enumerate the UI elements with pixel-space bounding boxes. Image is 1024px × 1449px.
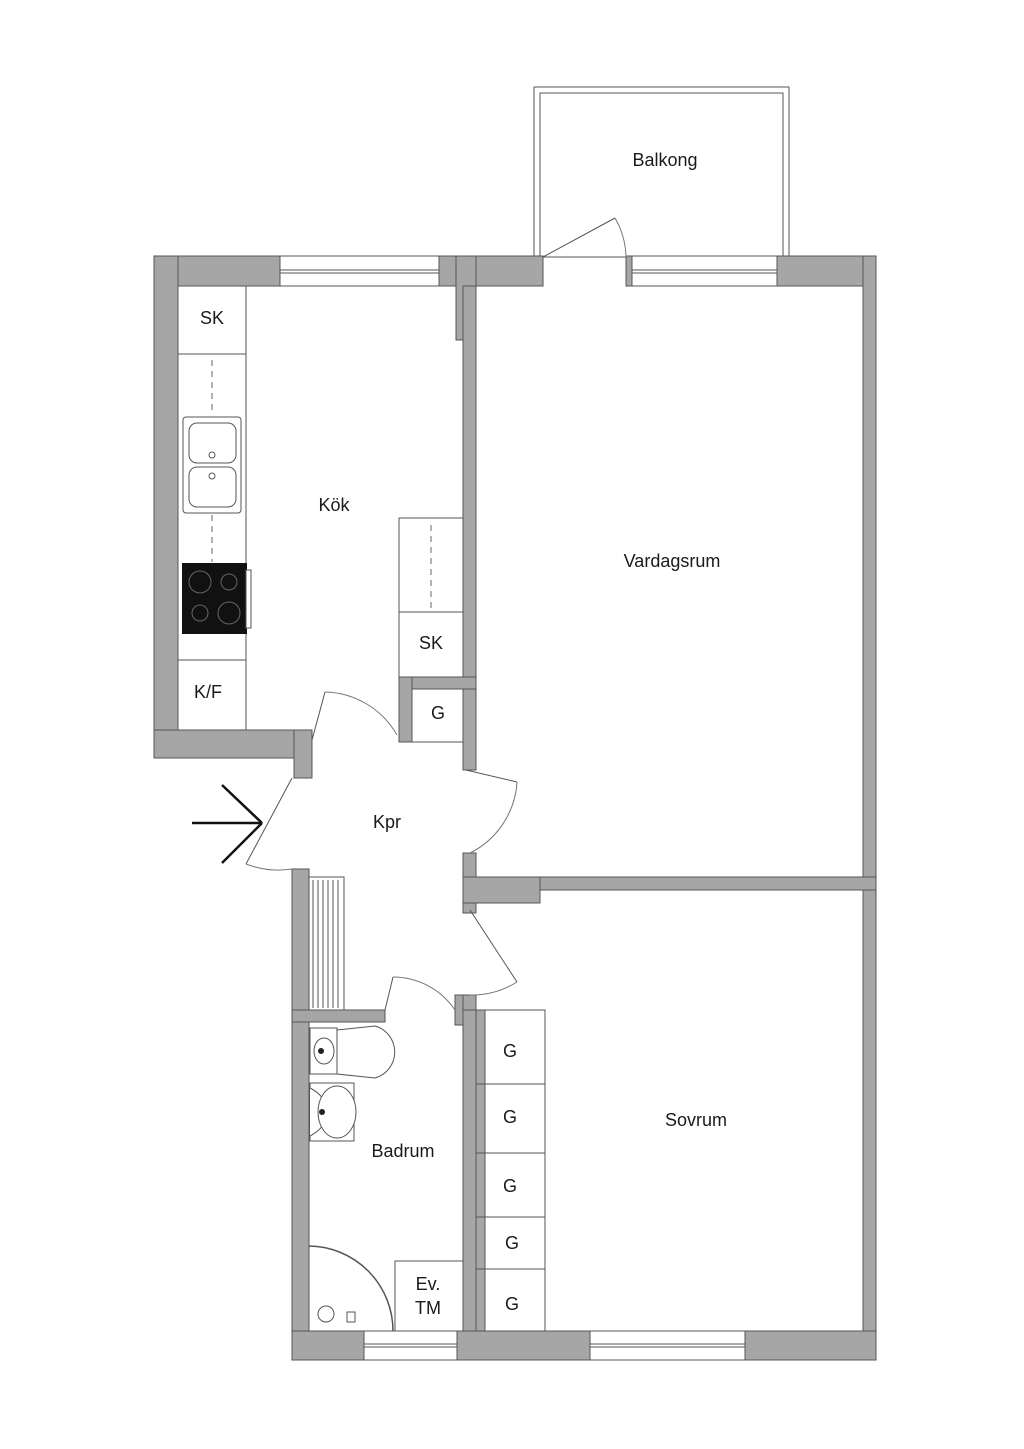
kitchen-counter xyxy=(177,285,247,731)
wardrobes xyxy=(475,1009,546,1332)
fixture-label-g4: G xyxy=(505,1233,519,1253)
hall-closet xyxy=(411,688,464,743)
fixture-label-tm: TM xyxy=(415,1298,441,1318)
fixture-label-g1: G xyxy=(503,1041,517,1061)
fixture-label-g2: G xyxy=(503,1107,517,1127)
entrance-arrow-icon xyxy=(192,784,263,864)
room-label-vardagsrum: Vardagsrum xyxy=(624,551,721,571)
fixture-label-g5: G xyxy=(505,1294,519,1314)
hall-rack xyxy=(308,876,345,1011)
toilet-icon xyxy=(309,1025,396,1079)
doors xyxy=(245,217,627,1011)
fixture-label-sk-mid: SK xyxy=(419,633,443,653)
ev-tm-cabinet xyxy=(394,1260,464,1332)
sink-icon xyxy=(182,416,242,514)
room-label-balkong: Balkong xyxy=(632,150,697,170)
windows xyxy=(279,255,778,1361)
room-label-kok: Kök xyxy=(318,495,350,515)
room-label-badrum: Badrum xyxy=(371,1141,434,1161)
fixture-label-sk-top: SK xyxy=(200,308,224,328)
fixture-label-kf: K/F xyxy=(194,682,222,702)
stove-icon xyxy=(182,563,252,634)
room-label-kpr: Kpr xyxy=(373,812,401,832)
shower-icon xyxy=(308,1245,394,1332)
kitchen-right-cabinet xyxy=(398,517,464,678)
room-label-sovrum: Sovrum xyxy=(665,1110,727,1130)
fixture-label-ev: Ev. xyxy=(416,1274,441,1294)
washbasin-icon xyxy=(309,1082,357,1142)
fixture-label-g3: G xyxy=(503,1176,517,1196)
balcony xyxy=(533,86,790,258)
fixture-label-g-hall: G xyxy=(431,703,445,723)
